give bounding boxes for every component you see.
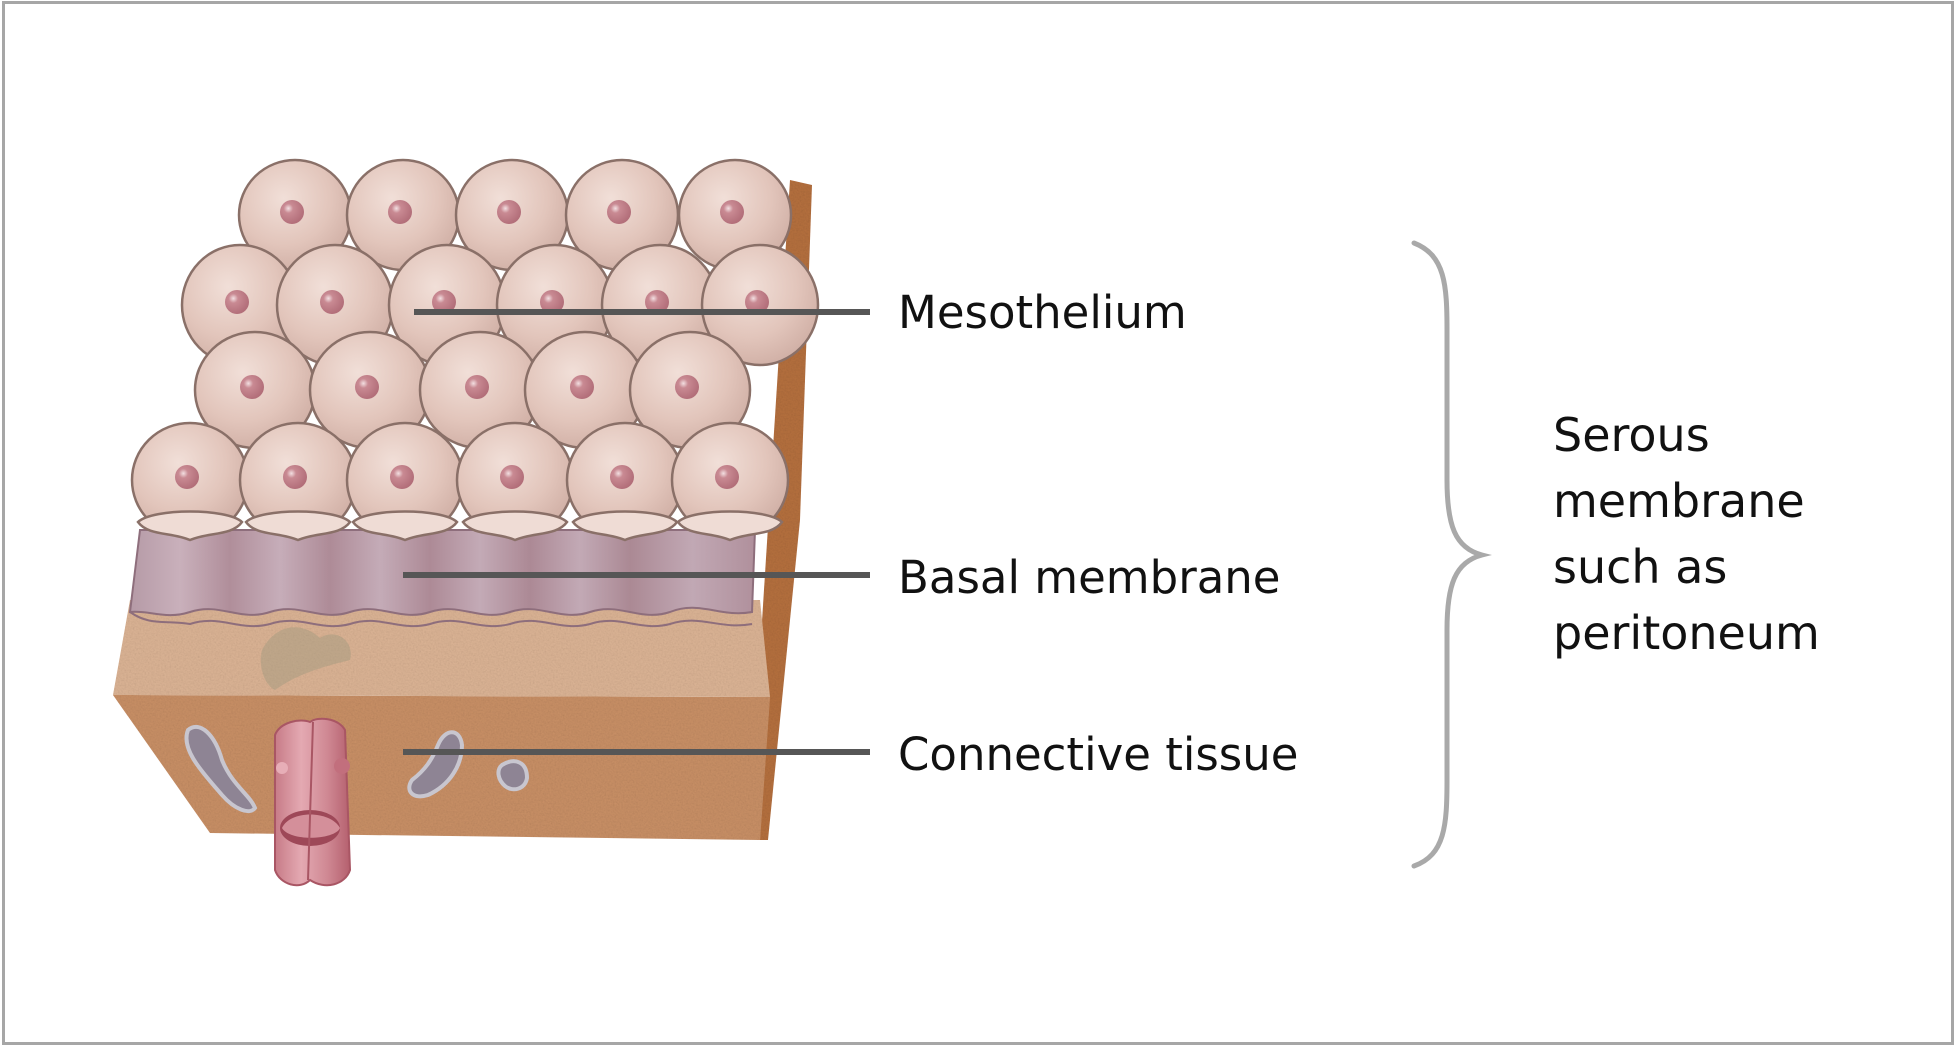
connective-tissue-top [113,600,770,697]
cell-nucleus [570,375,594,399]
cell-cut-face [244,510,352,542]
cell-nucleus [540,290,564,314]
cell-nucleus [240,375,264,399]
serous-membrane-line: membrane [1553,474,1805,528]
cell-nucleus [390,465,414,489]
cell-nucleus [497,200,521,224]
cell-nucleus [355,375,379,399]
serous-membrane-line: Serous [1553,408,1710,462]
serous-membrane-label: Serous membrane such as peritoneum [1553,402,1820,666]
serous-membrane-line: peritoneum [1553,606,1820,660]
capillary-tube [274,717,352,887]
cell-nucleus [715,465,739,489]
serous-membrane-line: such as [1553,540,1728,594]
cell-cut-face [136,510,244,542]
cell-cut-face [351,510,459,542]
cell-nucleus [675,375,699,399]
cell-cut-face [676,510,784,542]
mesothelium-cells [130,158,820,542]
cell-nucleus [720,200,744,224]
label-basal-membrane: Basal membrane [898,551,1281,604]
curly-brace [1411,240,1492,869]
cell-nucleus [280,200,304,224]
cell-nucleus [432,290,456,314]
cell-cut-face [571,510,679,542]
vessel-cross-sections [184,724,530,814]
cell-nucleus [745,290,769,314]
cell-nucleus [645,290,669,314]
cell-nucleus [283,465,307,489]
cell-nucleus [388,200,412,224]
cell-nucleus [610,465,634,489]
cell-nucleus [607,200,631,224]
cell-nucleus [465,375,489,399]
cell-nucleus [175,465,199,489]
cell-cut-face [461,510,569,542]
cell-nucleus [500,465,524,489]
label-mesothelium: Mesothelium [898,286,1187,339]
cell-nucleus [320,290,344,314]
label-connective-tissue: Connective tissue [898,728,1299,781]
connective-tissue-stain [260,627,351,690]
cell-nucleus [225,290,249,314]
basal-membrane-edge [129,611,753,628]
